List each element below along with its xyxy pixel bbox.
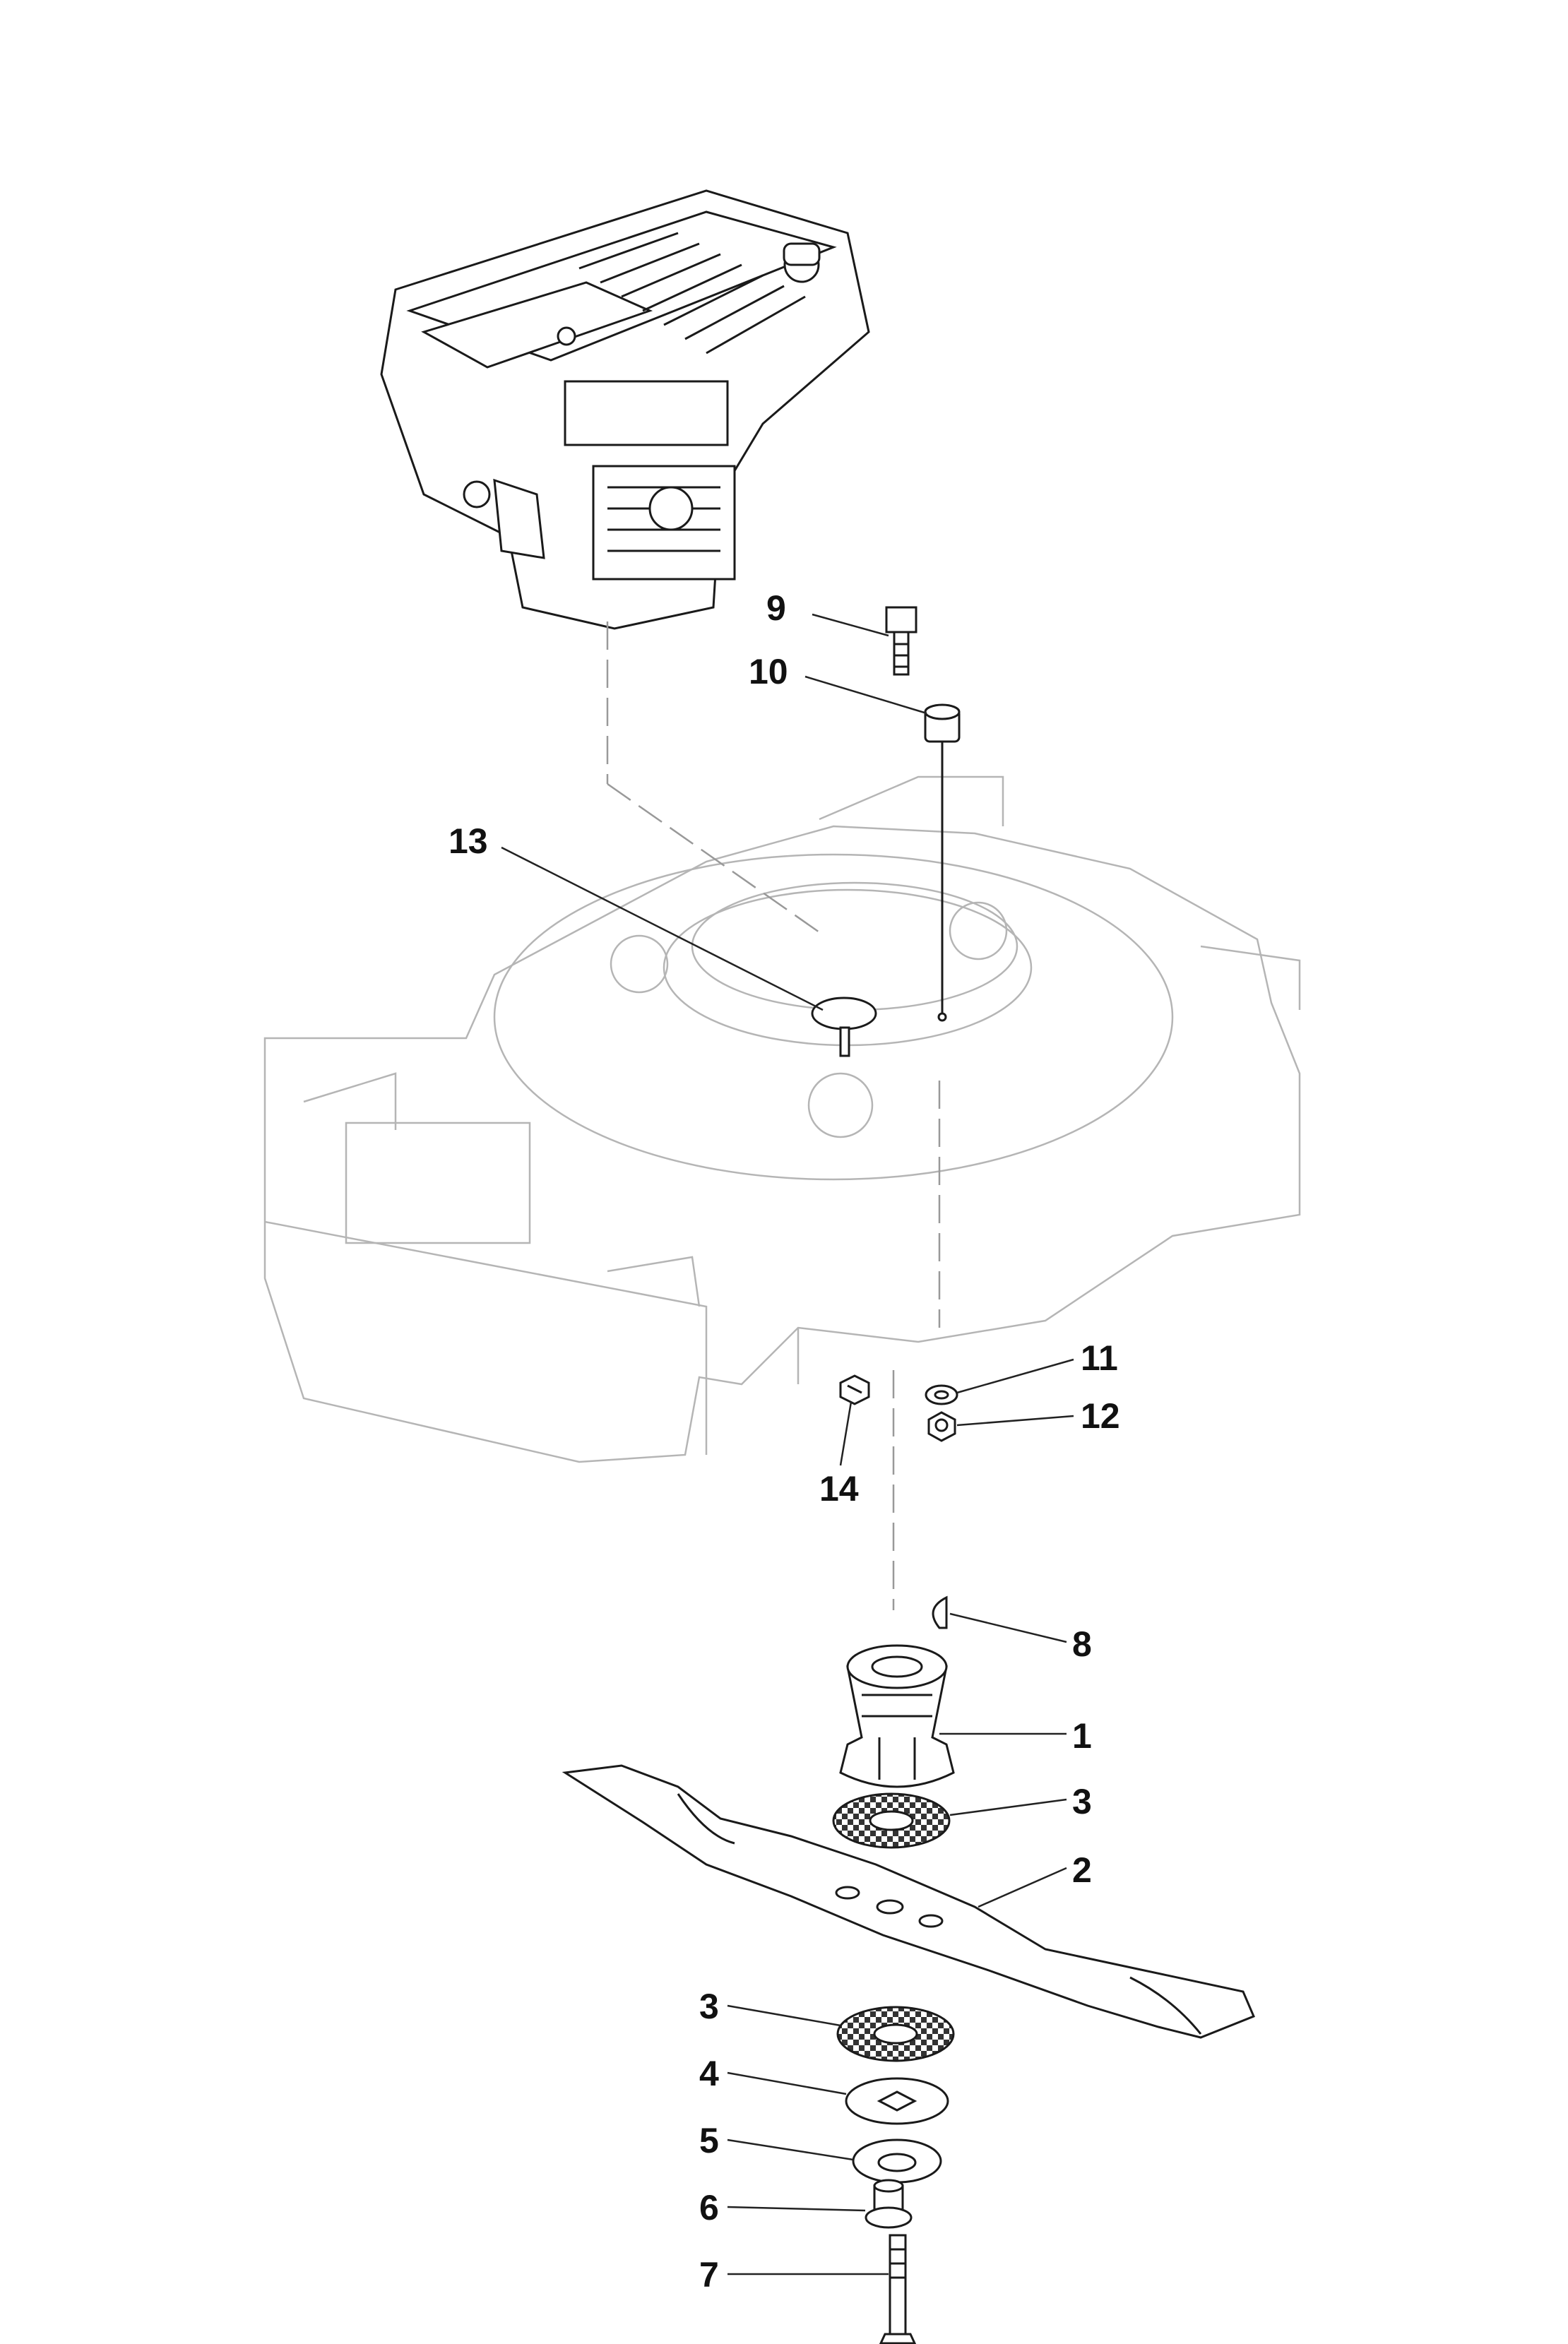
- leader-lines: [501, 613, 1074, 2275]
- key-8: [932, 1595, 948, 1629]
- callout-13: 13: [449, 821, 488, 861]
- callout-1: 1: [1072, 1716, 1092, 1756]
- callout-3-lower: 3: [699, 1987, 719, 2026]
- callout-5: 5: [699, 2121, 719, 2160]
- callout-8: 8: [1072, 1624, 1092, 1664]
- engine-illustration: [380, 189, 870, 630]
- callout-3-upper: 3: [1072, 1782, 1092, 1821]
- bushing-6: [865, 2179, 913, 2229]
- washer-11: [925, 1384, 958, 1405]
- washer-4: [845, 2077, 949, 2125]
- plug-13: [811, 997, 877, 1057]
- spacer-10: [924, 703, 961, 1022]
- bolt-7: [879, 2234, 917, 2344]
- callout-labels: 9 10 13 11 12 14 8 1 3 2 3 4 5 6 7: [449, 588, 1120, 2295]
- clip-14: [839, 1374, 870, 1405]
- cooling-fins: [578, 232, 806, 355]
- cup-washer-5: [852, 2138, 942, 2184]
- callout-11: 11: [1081, 1338, 1118, 1378]
- callout-2: 2: [1072, 1850, 1092, 1890]
- callout-4: 4: [699, 2054, 719, 2093]
- friction-washer-3-upper: [832, 1792, 951, 1849]
- bolt-9: [885, 606, 917, 676]
- callout-9: 9: [766, 588, 786, 628]
- blade-2: [562, 1764, 1255, 2039]
- callout-12: 12: [1081, 1396, 1120, 1436]
- callout-7: 7: [699, 2255, 719, 2295]
- callout-10: 10: [749, 652, 788, 691]
- alignment-lines: [606, 621, 941, 1610]
- nut-12: [927, 1411, 956, 1442]
- callout-14: 14: [819, 1469, 859, 1509]
- callout-6: 6: [699, 2188, 719, 2227]
- blade-adapter-1: [839, 1644, 955, 1788]
- friction-washer-3-lower: [836, 2006, 955, 2062]
- mower-deck-illustration: [263, 775, 1301, 1463]
